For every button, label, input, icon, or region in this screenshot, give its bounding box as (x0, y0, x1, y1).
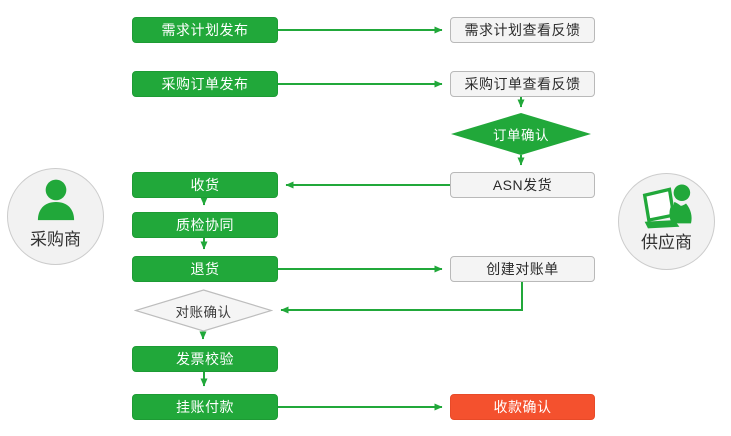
node-book-payment: 挂账付款 (132, 394, 278, 420)
node-po-feedback: 采购订单查看反馈 (450, 71, 595, 97)
actor-buyer: 采购商 (7, 168, 104, 265)
supplier-person-laptop-icon (642, 184, 692, 229)
buyer-person-icon (37, 179, 74, 221)
node-quality-collab: 质检协同 (132, 212, 278, 238)
node-invoice-verify: 发票校验 (132, 346, 278, 372)
diamond-shape (451, 113, 591, 155)
actor-supplier: 供应商 (618, 173, 715, 270)
node-receive-goods: 收货 (132, 172, 278, 198)
buyer-label: 采购商 (30, 230, 81, 249)
diamond-label: 订单确认 (493, 128, 549, 143)
connector-statement-to-reconcile (280, 282, 523, 314)
node-po-publish: 采购订单发布 (132, 71, 278, 97)
supplier-label: 供应商 (641, 233, 692, 252)
node-order-confirm-decision: 订单确认 (451, 113, 591, 155)
node-demand-plan-publish: 需求计划发布 (132, 17, 278, 43)
node-return-goods: 退货 (132, 256, 278, 282)
node-receipt-confirm: 收款确认 (450, 394, 595, 420)
diamond-label: 对账确认 (175, 304, 232, 320)
node-asn-ship: ASN发货 (450, 172, 595, 198)
node-create-statement: 创建对账单 (450, 256, 595, 282)
node-demand-plan-feedback: 需求计划查看反馈 (450, 17, 595, 43)
diamond-shape (134, 289, 273, 332)
node-reconcile-confirm-decision: 对账确认 (134, 289, 273, 332)
